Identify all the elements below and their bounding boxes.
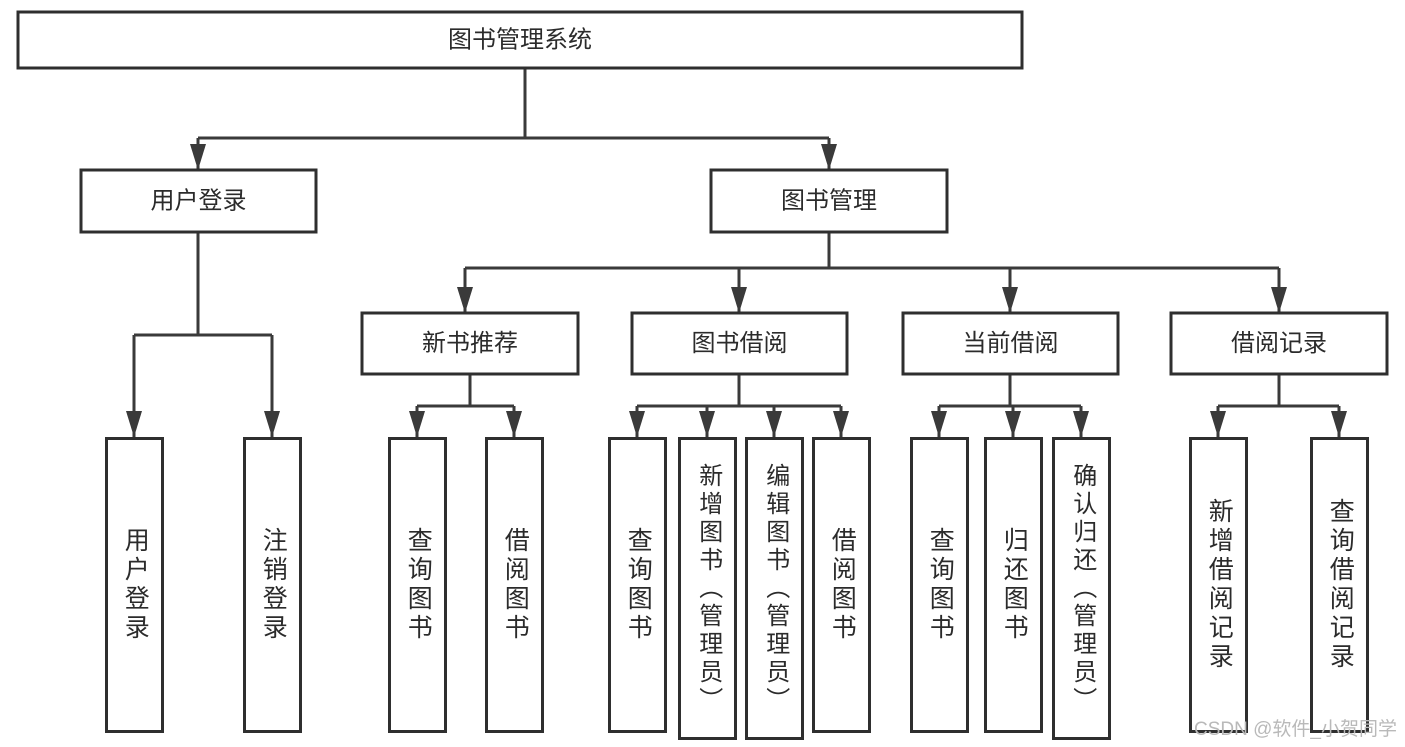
arrow-head-icon xyxy=(457,287,473,313)
level2-node-user-login[interactable] xyxy=(79,168,318,234)
leaf-node-leaf-borrow-book-2[interactable]: 借阅图书 xyxy=(812,437,871,733)
level3-node-new-book-recommend[interactable] xyxy=(360,311,580,376)
level3-node-label: 当前借阅 xyxy=(963,330,1059,357)
leaf-node-leaf-borrow-book-1[interactable]: 借阅图书 xyxy=(485,437,544,733)
leaf-node-leaf-return-book[interactable]: 归还图书 xyxy=(984,437,1043,733)
arrow-head-icon xyxy=(821,144,837,170)
leaf-node-leaf-add-book-admin[interactable]: 新增图书（管理员） xyxy=(678,437,737,740)
level3-node-current-borrow[interactable] xyxy=(901,311,1120,376)
arrow-head-icon xyxy=(126,411,142,437)
leaf-node-leaf-edit-book-admin[interactable]: 编辑图书（管理员） xyxy=(745,437,804,740)
leaf-node-label: 查询图书 xyxy=(624,527,653,643)
csdn-watermark: CSDN @软件_小贺同学 xyxy=(1194,719,1397,740)
leaf-node-leaf-query-book-2[interactable]: 查询图书 xyxy=(608,437,667,733)
arrow-head-icon xyxy=(699,411,715,437)
leaf-node-label: 注销登录 xyxy=(259,527,288,643)
level2-node-label: 用户登录 xyxy=(151,187,247,214)
arrow-head-icon xyxy=(190,144,206,170)
arrow-head-icon xyxy=(833,411,849,437)
leaf-node-label: 新增借阅记录 xyxy=(1205,498,1234,672)
leaf-node-label: 查询借阅记录 xyxy=(1326,498,1355,672)
arrow-head-icon xyxy=(1005,411,1021,437)
level3-node-label: 借阅记录 xyxy=(1231,330,1327,357)
level3-node-label: 图书借阅 xyxy=(692,330,788,357)
arrow-head-icon xyxy=(264,411,280,437)
level3-node-borrow-record[interactable] xyxy=(1169,311,1389,376)
root-node-root[interactable] xyxy=(16,10,1024,70)
arrow-head-icon xyxy=(506,411,522,437)
leaf-node-leaf-logout-login[interactable]: 注销登录 xyxy=(243,437,302,733)
arrow-head-icon xyxy=(1210,411,1226,437)
arrow-head-icon xyxy=(1271,287,1287,313)
leaf-node-label: 借阅图书 xyxy=(828,527,857,643)
arrow-head-icon xyxy=(1002,287,1018,313)
level3-node-book-borrow[interactable] xyxy=(630,311,849,376)
leaf-node-label: 归还图书 xyxy=(1000,527,1029,643)
level2-node-book-management[interactable] xyxy=(709,168,949,234)
arrow-head-icon xyxy=(629,411,645,437)
arrow-head-icon xyxy=(931,411,947,437)
connector-layer xyxy=(126,68,1347,437)
leaf-node-label: 查询图书 xyxy=(404,527,433,643)
level3-node-label: 新书推荐 xyxy=(422,330,518,357)
root-node-label: 图书管理系统 xyxy=(448,26,592,53)
leaf-node-label: 借阅图书 xyxy=(501,527,530,643)
arrow-head-icon xyxy=(1073,411,1089,437)
leaf-node-leaf-query-borrow-record[interactable]: 查询借阅记录 xyxy=(1310,437,1369,733)
leaf-node-leaf-add-borrow-record[interactable]: 新增借阅记录 xyxy=(1189,437,1248,733)
arrow-head-icon xyxy=(409,411,425,437)
leaf-node-label: 编辑图书（管理员） xyxy=(761,462,789,715)
leaf-node-label: 查询图书 xyxy=(926,527,955,643)
leaf-node-leaf-confirm-return-admin[interactable]: 确认归还（管理员） xyxy=(1052,437,1111,740)
leaf-node-leaf-query-book-1[interactable]: 查询图书 xyxy=(388,437,447,733)
leaf-node-label: 用户登录 xyxy=(121,527,150,643)
leaf-node-label: 新增图书（管理员） xyxy=(694,462,722,715)
leaf-node-label: 确认归还（管理员） xyxy=(1068,462,1096,715)
arrow-head-icon xyxy=(731,287,747,313)
leaf-node-leaf-user-login[interactable]: 用户登录 xyxy=(105,437,164,733)
arrow-head-icon xyxy=(766,411,782,437)
arrow-head-icon xyxy=(1331,411,1347,437)
level2-node-label: 图书管理 xyxy=(781,187,877,214)
leaf-node-leaf-query-book-3[interactable]: 查询图书 xyxy=(910,437,969,733)
